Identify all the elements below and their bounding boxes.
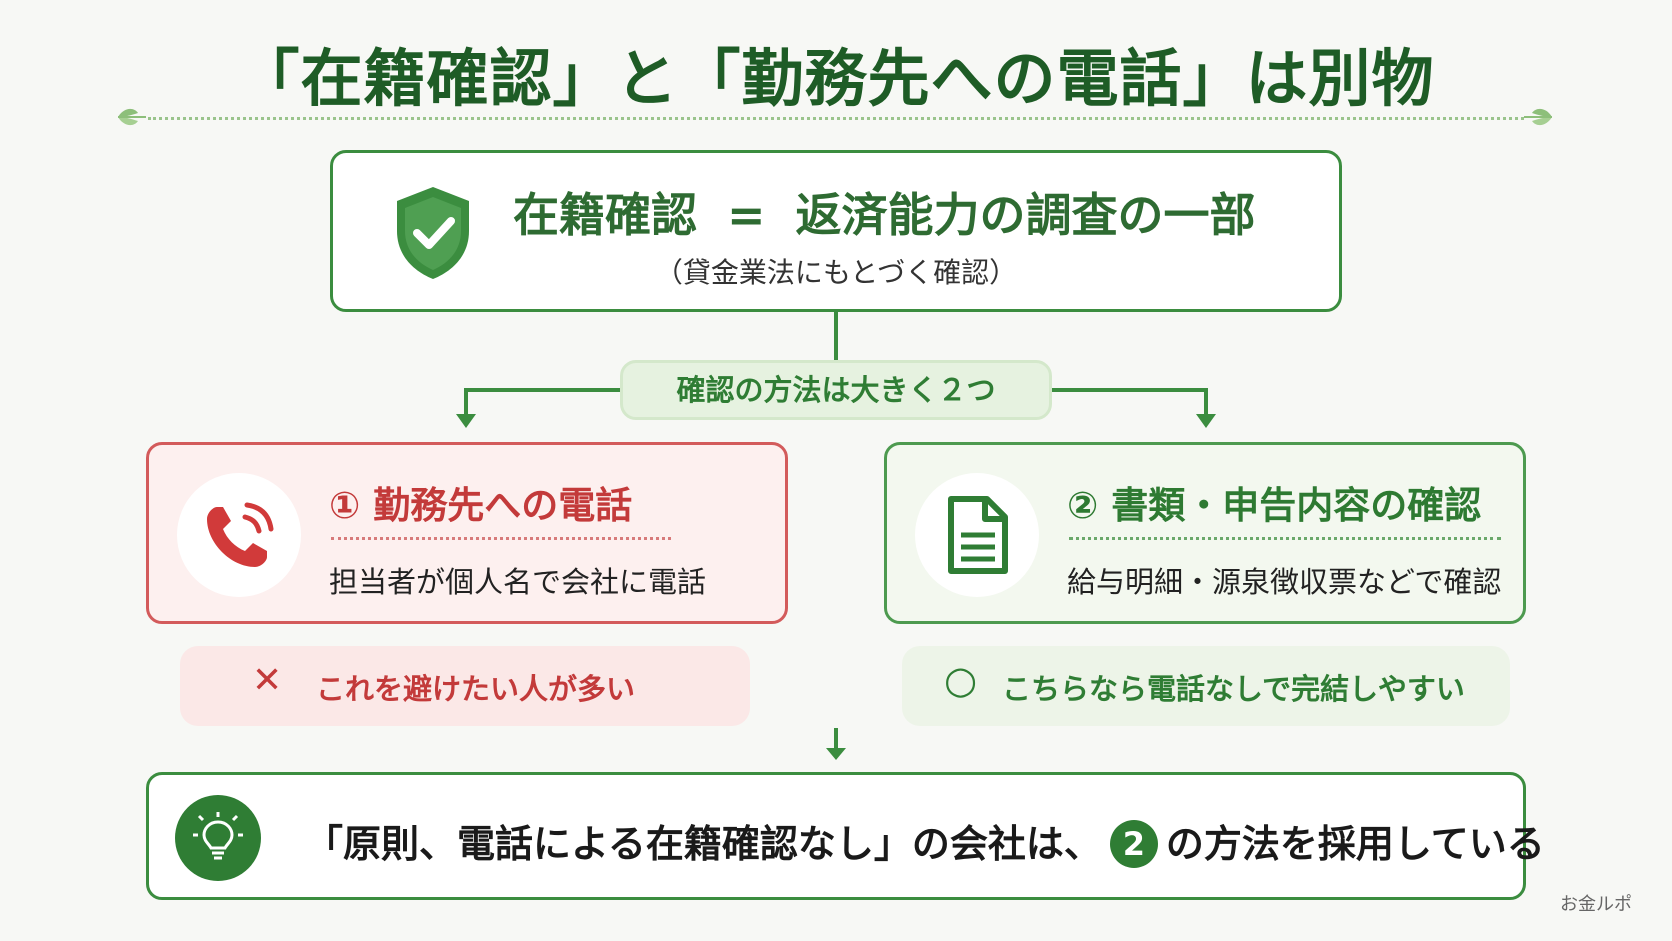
verdict-documents-text: こちらなら電話なしで完結しやすい — [1002, 672, 1465, 706]
page-title: 「在籍確認」と「勤務先への電話」は別物 — [237, 42, 1435, 115]
methods-label: 確認の方法は大きく２つ — [620, 360, 1052, 420]
definition-statement: 在籍確認 = 返済能力の調査の一部 — [513, 179, 1256, 245]
definition-box: 在籍確認 = 返済能力の調査の一部 （貸金業法にもとづく確認） — [330, 150, 1342, 312]
shield-check-icon — [397, 187, 469, 279]
verdict-phone: ✕ これを避けたい人が多い — [180, 646, 750, 726]
phone-icon-badge — [177, 473, 301, 597]
method-documents-title: ② 書類・申告内容の確認 — [1067, 484, 1482, 527]
cross-icon: ✕ — [252, 660, 283, 701]
document-icon-badge — [915, 473, 1039, 597]
phone-icon — [207, 502, 274, 567]
definition-term: 在籍確認 — [513, 188, 697, 242]
definition-meaning: 返済能力の調査の一部 — [795, 188, 1256, 242]
equals-sign: = — [727, 188, 766, 242]
definition-note: （貸金業法にもとづく確認） — [654, 256, 1018, 289]
verdict-documents: ○ こちらなら電話なしで完結しやすい — [902, 646, 1510, 726]
method-card-documents: ② 書類・申告内容の確認 給与明細・源泉徴収票などで確認 — [884, 442, 1526, 624]
conclusion-after: の方法を採用している — [1165, 822, 1545, 866]
leaf-right-icon — [1524, 108, 1552, 126]
lightbulb-icon — [193, 812, 243, 860]
method-documents-description: 給与明細・源泉徴収票などで確認 — [1067, 565, 1502, 599]
title-divider — [148, 117, 1524, 120]
lightbulb-badge — [175, 795, 261, 881]
document-icon — [948, 496, 1008, 574]
brand-footer: お金ルポ — [1560, 894, 1632, 915]
method-phone-rule — [331, 537, 671, 540]
method-phone-title: ① 勤務先への電話 — [329, 484, 633, 527]
method-card-phone: ① 勤務先への電話 担当者が個人名で会社に電話 — [146, 442, 788, 624]
method-phone-description: 担当者が個人名で会社に電話 — [329, 565, 707, 599]
verdict-phone-text: これを避けたい人が多い — [316, 672, 636, 706]
method-number-badge: 2 — [1109, 820, 1158, 868]
conclusion-before: 「原則、電話による在籍確認なし」の会社は、 — [305, 822, 1102, 866]
leaf-left-icon — [118, 108, 146, 126]
circle-icon: ○ — [944, 658, 978, 702]
method-documents-rule — [1069, 537, 1501, 540]
